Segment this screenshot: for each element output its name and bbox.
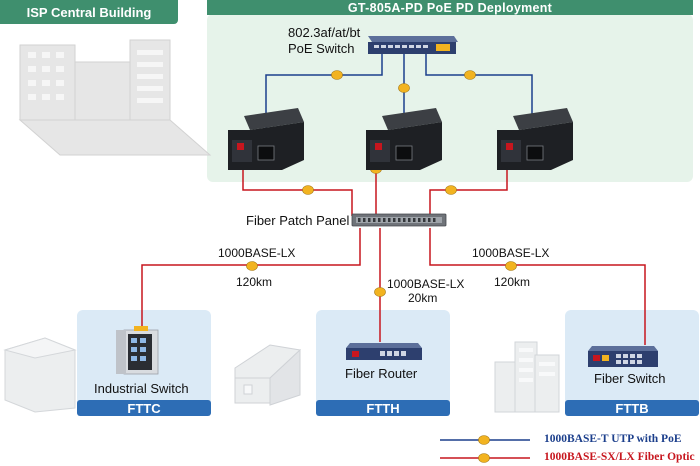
legend-utp-label: 1000BASE-T UTP with PoE [544, 433, 682, 445]
poe-badge-icon [398, 83, 410, 93]
poe-link-left [265, 53, 383, 148]
right-link-distance: 120km [494, 275, 531, 289]
fiber-badge-icon [445, 185, 457, 195]
fiber-gt-left [242, 157, 353, 216]
fiber-switch-label: Fiber Switch [594, 371, 666, 386]
media-converter-center-icon [366, 108, 442, 170]
media-converter-left-icon [228, 108, 304, 170]
house-icon [234, 344, 302, 406]
fiber-badge-icon [246, 261, 258, 271]
legend-fiber-label: 1000BASE-SX/LX Fiber Optic [544, 451, 695, 463]
legend-fiber-line [440, 453, 530, 463]
industrial-switch-icon [116, 326, 159, 375]
ftth-panel [316, 310, 450, 414]
fiber-badge-icon [374, 287, 386, 297]
patch-panel-label: Fiber Patch Panel [246, 213, 350, 228]
ftth-tag: FTTH [316, 400, 450, 416]
office-building-icon [494, 341, 560, 413]
left-link-type: 1000BASE-LX [218, 246, 296, 260]
poe-badge-icon [331, 70, 343, 80]
center-link-type: 1000BASE-LX [387, 277, 465, 291]
deployment-title: GT-805A-PD PoE PD Deployment [207, 0, 693, 15]
fiber-gt-right [429, 157, 508, 216]
fiber-to-fttb [429, 228, 646, 345]
fiber-router-label: Fiber Router [345, 366, 418, 381]
isp-building-icon [18, 39, 212, 156]
poe-badges [331, 70, 476, 93]
center-link-distance: 20km [408, 291, 438, 305]
fiber-router-icon [346, 343, 422, 360]
poe-badge-icon [464, 70, 476, 80]
legend-utp-line [440, 435, 530, 445]
media-converter-right-icon [497, 108, 573, 170]
poe-link-right [425, 53, 533, 148]
isp-building-title: ISP Central Building [0, 0, 178, 24]
fiber-badges [246, 164, 517, 297]
fttb-tag: FTTB [565, 400, 699, 416]
right-link-type: 1000BASE-LX [472, 246, 550, 260]
fiber-switch-icon [588, 346, 658, 367]
poe-switch-label-line2: PoE Switch [288, 41, 355, 56]
poe-switch-label-line1: 802.3af/at/bt [288, 25, 361, 40]
fiber-badge-icon [505, 261, 517, 271]
fiber-badge-icon [302, 185, 314, 195]
left-link-distance: 120km [236, 275, 273, 289]
poe-switch-icon [368, 36, 458, 54]
fttc-tag: FTTC [77, 400, 211, 416]
fiber-patch-panel-icon [351, 213, 447, 227]
industrial-switch-label: Industrial Switch [94, 381, 189, 396]
street-cabinet-icon [3, 337, 77, 413]
